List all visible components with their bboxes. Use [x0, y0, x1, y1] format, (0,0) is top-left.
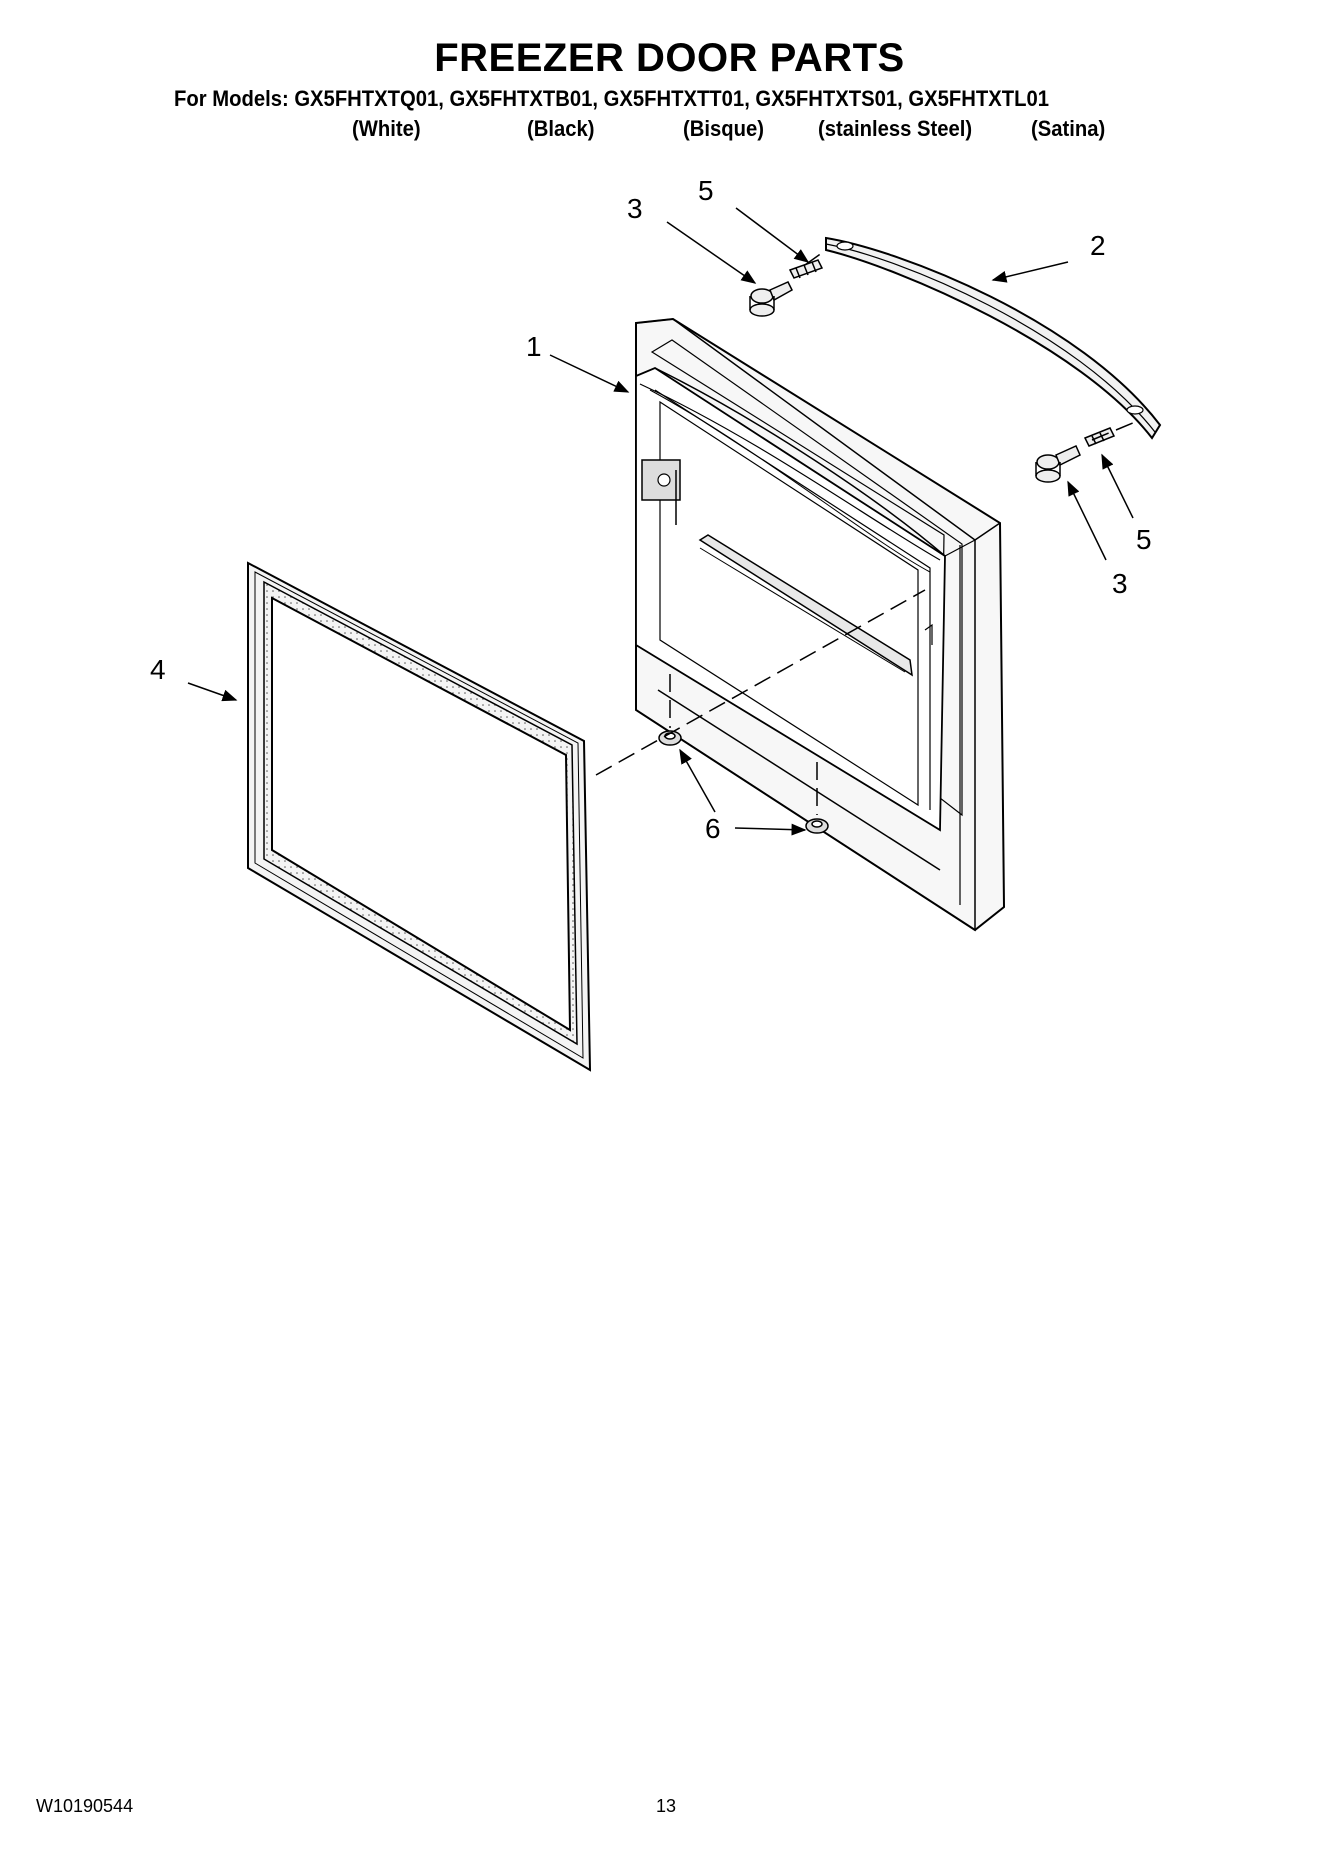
plug-right: [805, 818, 829, 834]
door-gasket: [247, 561, 592, 1072]
models-line: For Models: GX5FHTXTQ01, GX5FHTXTB01, GX…: [174, 86, 1049, 111]
door-handle: [825, 236, 1162, 440]
callout-3-screw-right: 3: [1112, 568, 1128, 599]
callout-6-plug: 6: [705, 813, 721, 844]
callout-3-screw-top: 3: [627, 193, 643, 224]
page-title: FREEZER DOOR PARTS: [434, 36, 905, 80]
color-satina: (Satina): [1031, 116, 1106, 141]
color-stainless-steel: (stainless Steel): [818, 116, 973, 141]
leader-arrows: [187, 207, 1134, 836]
doc-number: W10190544: [36, 1796, 134, 1816]
callout-2-handle: 2: [1090, 230, 1106, 261]
freezer-door: [635, 317, 1006, 932]
callout-5-stud-top: 5: [698, 175, 714, 206]
page-number: 13: [656, 1796, 677, 1816]
color-bisque: (Bisque): [683, 116, 764, 141]
color-black: (Black): [527, 116, 595, 141]
alignment-lines: [595, 249, 1141, 815]
screw-right: [1035, 445, 1081, 483]
callout-4-gasket: 4: [150, 654, 166, 685]
callout-1-door: 1: [526, 331, 542, 362]
stud-top: [788, 259, 824, 279]
color-white: (White): [352, 116, 421, 141]
screw-top: [749, 281, 793, 317]
callout-5-stud-right: 5: [1136, 524, 1152, 555]
